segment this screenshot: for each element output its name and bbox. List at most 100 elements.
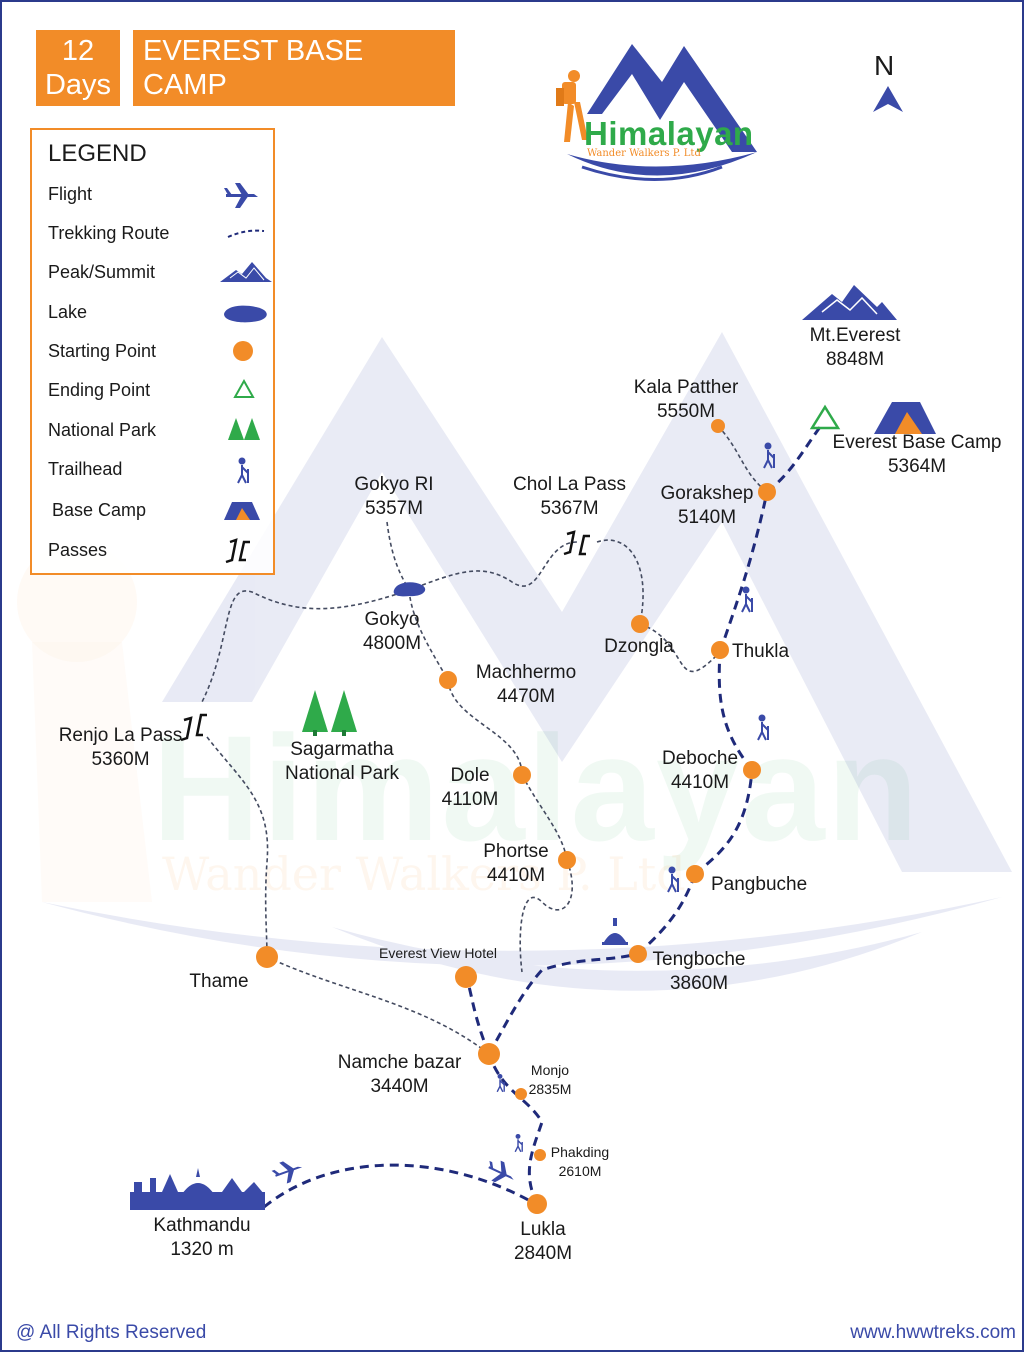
legend-label: Peak/Summit bbox=[48, 262, 156, 282]
legend-item-base-camp: Base Camp bbox=[48, 496, 268, 526]
point-tengboche bbox=[629, 945, 647, 963]
point-everest-view bbox=[455, 966, 477, 988]
point-kala-patther bbox=[711, 419, 725, 433]
point-dole bbox=[513, 766, 531, 784]
lake-icon bbox=[224, 305, 267, 323]
logo-subtitle: Wander Walkers P. Ltd bbox=[587, 148, 701, 159]
airplane-icon bbox=[271, 1161, 303, 1184]
airplane-icon bbox=[224, 183, 258, 208]
label-thame: Thame bbox=[189, 971, 249, 992]
dashed-line-icon bbox=[227, 229, 265, 238]
route-kala-gorakshep bbox=[717, 425, 768, 493]
route-dzongla-thukla bbox=[639, 623, 721, 673]
tent-icon bbox=[874, 402, 936, 434]
point-namche bbox=[478, 1043, 500, 1065]
lake-icon bbox=[393, 582, 426, 597]
side-trek-routes bbox=[201, 425, 768, 1055]
point-lukla bbox=[527, 1194, 547, 1214]
airplane-icon bbox=[488, 1160, 514, 1183]
route-gokyo-machhermo bbox=[408, 589, 449, 681]
legend-item-lake: Lake bbox=[48, 298, 268, 328]
point-thame bbox=[256, 946, 278, 968]
legend-item-trailhead: Trailhead bbox=[48, 455, 268, 485]
label-dzongla: Dzongla bbox=[604, 636, 674, 657]
pass-icon bbox=[225, 538, 250, 564]
point-thukla bbox=[711, 641, 729, 659]
peak-icon bbox=[220, 262, 272, 282]
hiker-icon bbox=[496, 442, 775, 1153]
ending-point-icon bbox=[809, 404, 841, 430]
website-link[interactable]: www.hwwtreks.com bbox=[850, 1322, 1016, 1343]
logo-name: Himalayan bbox=[584, 115, 754, 152]
map-title-line1: EVEREST BASE CAMP bbox=[143, 35, 364, 101]
orange-dot-icon bbox=[233, 341, 253, 361]
main-trek-route bbox=[464, 426, 822, 1205]
legend-item-passes: Passes bbox=[48, 536, 268, 566]
legend-item-flight: Flight bbox=[48, 180, 268, 210]
legend-item-national-park: National Park bbox=[48, 416, 268, 446]
legend-item-trekking-route: Trekking Route bbox=[48, 219, 268, 249]
legend-item-peak: Peak/Summit bbox=[48, 258, 272, 288]
hiker-icon bbox=[237, 457, 249, 484]
legend-label: Passes bbox=[48, 540, 108, 560]
stupa-icon bbox=[602, 918, 628, 945]
north-label: N bbox=[874, 50, 895, 81]
point-phakding bbox=[534, 1149, 546, 1161]
route-renjo-thame bbox=[206, 736, 269, 958]
legend-label: Starting Point bbox=[48, 341, 157, 361]
route-gokyo-chola bbox=[408, 541, 578, 591]
legend: LEGEND Flight Trekking Route Peak/Summit… bbox=[30, 128, 275, 575]
tree-icon bbox=[228, 418, 260, 440]
point-machhermo bbox=[439, 671, 457, 689]
peak-icon bbox=[802, 285, 897, 320]
route-gokyo-ri bbox=[386, 521, 410, 591]
legend-item-starting-point: Starting Point bbox=[48, 337, 268, 367]
point-gorakshep bbox=[758, 483, 776, 501]
route-phortse-down bbox=[519, 859, 573, 973]
watermark-text: Himalayan bbox=[152, 704, 921, 872]
route-thame-namche bbox=[266, 956, 490, 1055]
duration-number: 12 bbox=[61, 35, 95, 67]
kathmandu-skyline-icon bbox=[130, 1168, 265, 1210]
pass-icon bbox=[180, 530, 590, 742]
legend-label: Trailhead bbox=[48, 459, 123, 479]
tent-icon bbox=[224, 502, 260, 520]
north-arrow-icon bbox=[873, 86, 903, 112]
label-thukla: Thukla bbox=[732, 641, 790, 662]
legend-label: Lake bbox=[48, 302, 88, 322]
point-monjo bbox=[515, 1088, 527, 1100]
point-pangbuche bbox=[686, 865, 704, 883]
legend-label: Trekking Route bbox=[48, 223, 170, 243]
route-points bbox=[256, 419, 776, 1214]
flight-route bbox=[263, 1163, 533, 1209]
point-deboche bbox=[743, 761, 761, 779]
legend-item-ending-point: Ending Point bbox=[48, 376, 268, 406]
map-title: EVEREST BASE CAMP TREK bbox=[133, 30, 455, 135]
label-pangbuche: Pangbuche bbox=[711, 874, 808, 895]
label-everest-view-hotel: Everest View Hotel bbox=[378, 945, 497, 961]
point-phortse bbox=[558, 851, 576, 869]
green-triangle-icon bbox=[233, 378, 255, 398]
route-chola-dzongla bbox=[596, 539, 644, 625]
legend-label: Ending Point bbox=[48, 380, 151, 400]
point-dzongla bbox=[631, 615, 649, 633]
legend-label: National Park bbox=[48, 420, 157, 440]
duration-unit: Days bbox=[44, 69, 112, 101]
watermark-subtext: Wander Walkers P. Ltd bbox=[162, 847, 686, 901]
